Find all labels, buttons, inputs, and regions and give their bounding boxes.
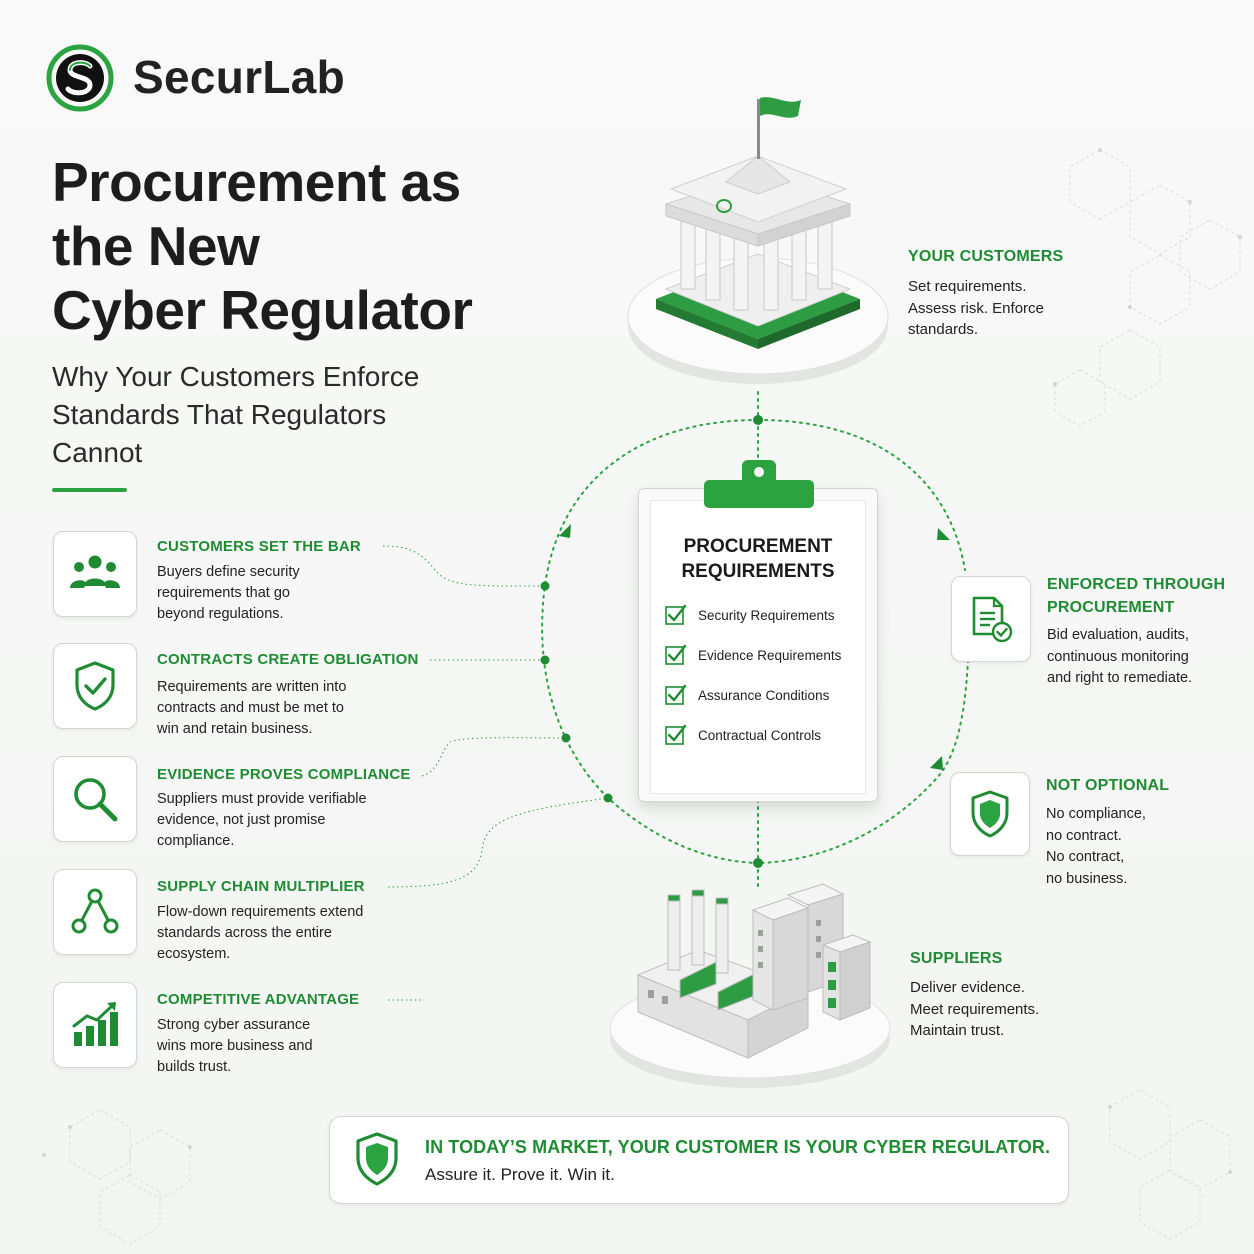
shield-check-icon — [75, 661, 115, 711]
shield-icon — [356, 1132, 398, 1186]
item-description: Flow-down requirements extend standards … — [157, 904, 364, 962]
item-title: SUPPLY CHAIN MULTIPLIER — [157, 878, 365, 895]
item-description: Buyers define security requirements that… — [157, 564, 300, 622]
competitive-advantage-icon-box — [53, 982, 137, 1068]
not-optional-icon-box — [950, 772, 1030, 856]
item-title: CONTRACTS CREATE OBLIGATION — [157, 651, 419, 668]
banner-subtitle: Assure it. Prove it. Win it. — [425, 1165, 615, 1184]
growth-chart-icon — [72, 1002, 118, 1046]
item-title: COMPETITIVE ADVANTAGE — [157, 991, 360, 1008]
title-accent-bar — [52, 488, 127, 492]
people-icon — [70, 555, 120, 588]
item-description: Strong cyber assurance wins more busines… — [157, 1017, 313, 1075]
enforced-icon-box — [951, 576, 1031, 662]
page-title: Procurement as the New Cyber Regulator — [52, 151, 473, 341]
banner-title: IN TODAY’S MARKET, YOUR CUSTOMER IS YOUR… — [425, 1137, 1051, 1157]
customers-description: Set requirements. Assess risk. Enforce s… — [908, 278, 1044, 338]
shield-icon — [971, 790, 1009, 838]
factory-illustration — [609, 883, 891, 1088]
magnifier-icon — [74, 778, 118, 822]
item-title: EVIDENCE PROVES COMPLIANCE — [157, 766, 411, 783]
bottom-banner — [329, 1116, 1069, 1204]
not-optional-title: NOT OPTIONAL — [1046, 777, 1170, 794]
not-optional-description: No compliance, no contract. No contract,… — [1046, 806, 1146, 887]
contracts-icon-box — [53, 643, 137, 729]
item-description: Suppliers must provide verifiable eviden… — [157, 791, 367, 849]
evidence-icon-box — [53, 756, 137, 842]
clipboard-clip-icon — [704, 460, 814, 508]
customers-set-bar-icon-box — [53, 531, 137, 617]
suppliers-title: SUPPLIERS — [910, 950, 1003, 967]
item-title: CUSTOMERS SET THE BAR — [157, 538, 361, 555]
supply-chain-icon-box — [53, 869, 137, 955]
government-building-illustration — [627, 97, 889, 384]
customers-title: YOUR CUSTOMERS — [908, 248, 1064, 265]
clipboard-title: PROCUREMENT REQUIREMENTS — [681, 536, 835, 582]
document-check-icon — [972, 596, 1013, 643]
page-subtitle: Why Your Customers Enforce Standards Tha… — [52, 361, 420, 468]
brand-name: SecurLab — [133, 51, 346, 103]
checkbox-checked-icon — [665, 684, 687, 705]
checkbox-checked-icon — [665, 644, 687, 665]
securlab-logo-icon — [46, 44, 114, 112]
checkbox-checked-icon — [665, 604, 687, 625]
enforced-title: ENFORCED THROUGH PROCUREMENT — [1047, 576, 1226, 616]
item-description: Requirements are written into contracts … — [157, 679, 347, 737]
clipboard-paper — [650, 500, 866, 794]
enforced-description: Bid evaluation, audits, continuous monit… — [1047, 627, 1193, 686]
network-icon — [71, 888, 119, 934]
checkbox-checked-icon — [665, 724, 687, 745]
suppliers-description: Deliver evidence. Meet requirements. Mai… — [910, 979, 1040, 1039]
